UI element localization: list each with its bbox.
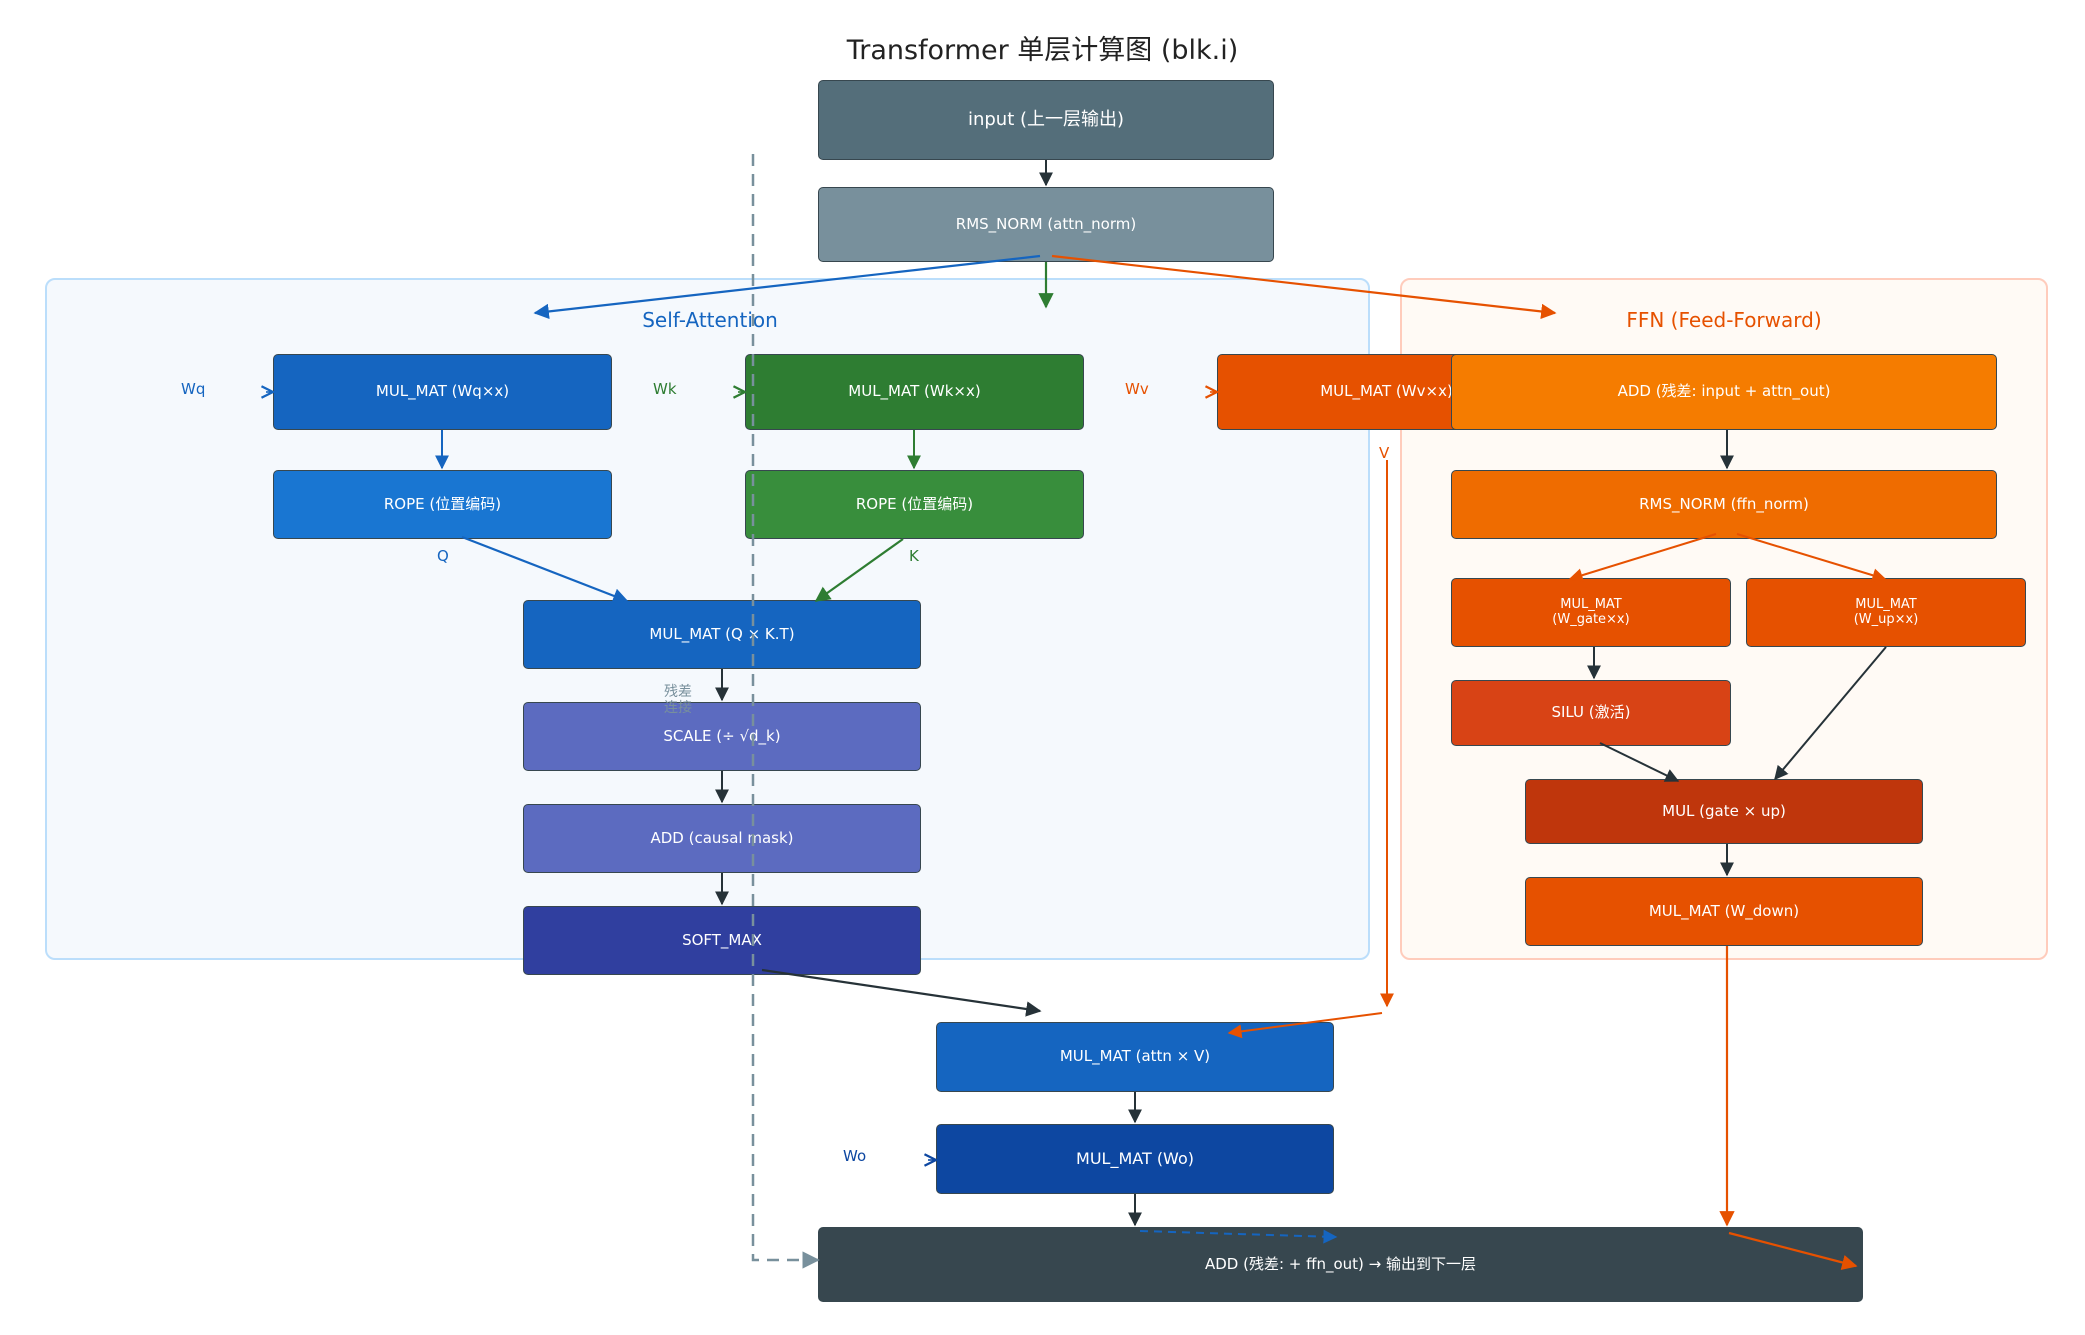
mul-gate-up-node: MUL (gate × up) [1525,779,1923,844]
mul-q-node-label: MUL_MAT (Wq×x) [375,382,510,401]
softmax-node: SOFT_MAX [523,906,921,975]
v-label: V [1379,444,1390,462]
ffn-norm-node-label: RMS_NORM (ffn_norm) [1639,494,1809,513]
edge-softmax-attnv [761,968,1042,1017]
residual-label: 残差 连接 [664,684,692,717]
edge-norm-attn-left [533,254,1041,320]
edge-norm-up [1736,533,1887,583]
output-node-label: ADD (残差: + ffn_out) → 输出到下一层 [1204,1254,1476,1273]
mul-k-node-label: MUL_MAT (Wk×x) [848,382,981,401]
self-attention-label: Self-Attention [642,308,778,332]
down-node: MUL_MAT (W_down) [1525,877,1923,946]
edge-norm-ffn [1051,254,1557,320]
rope-q-node-label: ROPE (位置编码) [383,494,502,513]
gate-node-label: MUL_MAT (W_gate×x) [1552,596,1630,627]
q-label: Q [437,547,449,565]
up-node: MUL_MAT (W_up×x) [1746,578,2026,647]
edge-norm-gate [1568,533,1717,582]
attn-norm-node: RMS_NORM (attn_norm) [818,187,1274,262]
edge-silu-mul [1599,742,1680,782]
ffn-add-node: ADD (残差: input + attn_out) [1451,354,1997,430]
ffn-label: FFN (Feed-Forward) [1626,308,1822,332]
qk-node: MUL_MAT (Q × K.T) [523,600,921,669]
output-node: ADD (残差: + ffn_out) → 输出到下一层 [818,1227,1863,1302]
mul-gate-up-node-label: MUL (gate × up) [1662,801,1786,820]
ffn-add-node-label: ADD (残差: input + attn_out) [1617,382,1831,401]
wk-label: Wk [653,380,677,398]
wv-label: Wv [1125,380,1149,398]
softmax-node-label: SOFT_MAX [682,930,762,949]
mul-v-node-label: MUL_MAT (Wv×x) [1320,382,1453,401]
wq-label: Wq [181,380,206,398]
input-node: input (上一层输出) [818,80,1274,160]
down-node-label: MUL_MAT (W_down) [1648,901,1800,920]
k-label: K [909,547,919,565]
scale-node: SCALE (÷ √d_k) [523,702,921,771]
scale-node-label: SCALE (÷ √d_k) [663,726,781,745]
wo-label: Wo [843,1147,867,1165]
edge-residual [751,154,820,1269]
qk-node-label: MUL_MAT (Q × K.T) [649,624,795,643]
silu-node: SILU (激活) [1451,680,1731,746]
rope-k-node-label: ROPE (位置编码) [855,494,974,513]
input-node-label: input (上一层输出) [967,108,1125,130]
rope-k-node: ROPE (位置编码) [745,470,1084,539]
mask-node-label: ADD (causal mask) [650,828,794,847]
edge-v-attnv [1227,1012,1383,1039]
rope-q-node: ROPE (位置编码) [273,470,612,539]
edge-dashed-blue [1139,1229,1338,1244]
attn-v-node: MUL_MAT (attn × V) [936,1022,1334,1092]
mask-node: ADD (causal mask) [523,804,921,873]
edge-rope-q-qk [461,535,629,604]
edge-up-mul [1774,646,1887,781]
edge-rope-k-qk [814,538,904,602]
silu-node-label: SILU (激活) [1551,703,1631,722]
wo-node-label: MUL_MAT (Wo) [1076,1148,1194,1168]
edge-output-right [1728,1231,1858,1270]
attn-v-node-label: MUL_MAT (attn × V) [1059,1047,1211,1066]
up-node-label: MUL_MAT (W_up×x) [1853,596,1919,627]
gate-node: MUL_MAT (W_gate×x) [1451,578,1731,647]
wo-node: MUL_MAT (Wo) [936,1124,1334,1194]
ffn-norm-node: RMS_NORM (ffn_norm) [1451,470,1997,539]
mul-q-node: MUL_MAT (Wq×x) [273,354,612,430]
diagram-title: Transformer 单层计算图 (blk.i) [846,35,1239,66]
attn-norm-node-label: RMS_NORM (attn_norm) [955,214,1137,233]
